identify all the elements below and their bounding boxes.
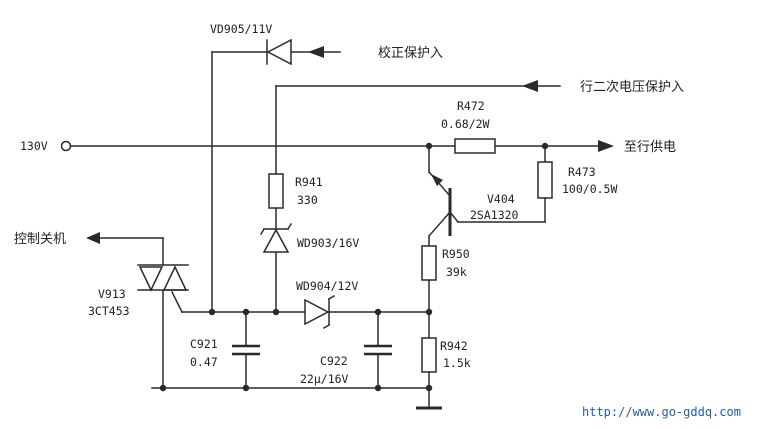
triac-v913	[137, 237, 189, 392]
label-r472-name: R472	[457, 99, 485, 113]
label-control-shutdown: 控制关机	[14, 232, 66, 247]
output-arrow-icon	[598, 140, 614, 152]
label-c922-name: C922	[320, 354, 348, 368]
label-r950-name: R950	[442, 247, 470, 261]
label-wd904: WD904/12V	[296, 279, 358, 293]
hv-protection-branch	[259, 80, 561, 313]
source-url: http://www.go-gddq.com	[582, 405, 741, 419]
label-r941-value: 330	[297, 193, 318, 207]
zener-wd904	[304, 294, 336, 330]
diode-vd905	[266, 38, 292, 66]
resistor-r472	[454, 138, 496, 154]
zener-wd903	[262, 228, 290, 253]
label-vd905: VD905/11V	[210, 22, 272, 36]
label-130v: 130V	[20, 139, 48, 153]
resistor-r473	[457, 145, 553, 223]
capacitor-c921	[232, 311, 260, 389]
diode-vd905-branch	[211, 38, 341, 313]
label-r942-name: R942	[440, 339, 468, 353]
transistor-v404	[427, 145, 460, 247]
label-r942-value: 1.5k	[443, 356, 471, 370]
capacitor-c922	[364, 311, 392, 389]
label-v913-value: 3CT453	[88, 304, 130, 318]
arrow-left-icon	[522, 80, 538, 92]
label-r950-value: 39k	[446, 265, 467, 279]
label-r472-value: 0.68/2W	[441, 117, 490, 131]
label-to-horizontal-supply: 至行供电	[624, 140, 676, 155]
label-wd903: WD903/16V	[297, 236, 359, 250]
label-hv-protection-input: 行二次电压保护入	[580, 79, 684, 95]
ground-rail	[151, 384, 433, 392]
resistor-r950	[421, 245, 437, 339]
label-v404-value: 2SA1320	[470, 208, 519, 222]
rail-130v	[60, 140, 614, 152]
label-r941-name: R941	[295, 175, 323, 189]
label-c921-name: C921	[190, 337, 218, 351]
label-c922-value: 22μ/16V	[300, 372, 349, 386]
label-v913-name: V913	[98, 287, 126, 301]
label-calibration-protection-input: 校正保护入	[378, 45, 443, 61]
label-c921-value: 0.47	[190, 355, 218, 369]
resistor-r941	[268, 173, 284, 209]
control-off-output	[86, 232, 164, 244]
label-r473-value: 100/0.5W	[562, 182, 617, 196]
input-terminal-130v	[60, 140, 72, 152]
arrow-left-icon	[308, 46, 324, 58]
label-r473-name: R473	[568, 165, 596, 179]
label-v404-name: V404	[487, 192, 515, 206]
arrow-left-icon	[86, 232, 100, 244]
